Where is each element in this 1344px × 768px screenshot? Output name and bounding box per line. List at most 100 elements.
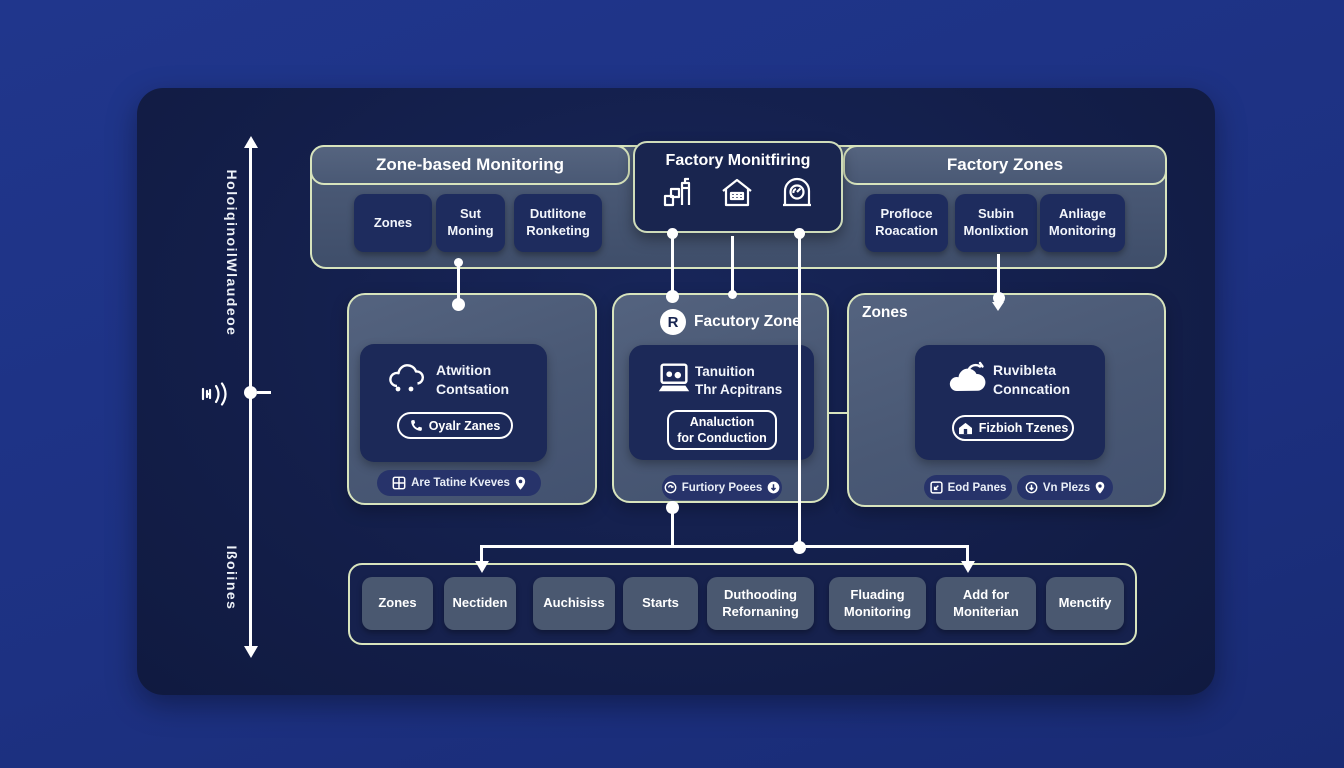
- button-label: Add for: [962, 586, 1010, 602]
- panel-middle: R Facutory Zone Tanuition Thr Acpitrans …: [612, 293, 829, 503]
- r-badge: R: [660, 309, 686, 335]
- connector-line: [997, 254, 1000, 294]
- header-label: Factory Zones: [946, 155, 1064, 174]
- connector-line: [480, 545, 483, 562]
- chip-label: Moning: [447, 223, 494, 238]
- bottom-button-auchisiss[interactable]: Auchisiss: [533, 577, 615, 630]
- pin-small-icon: [1095, 481, 1105, 494]
- chip-label: Anliage: [1059, 206, 1106, 222]
- connector-arrow: [475, 561, 489, 573]
- bottom-button-menctify[interactable]: Menctify: [1046, 577, 1124, 630]
- factory-monitoring-box: Factory Monitfiring: [633, 141, 843, 233]
- panel-left: Atwition Contsation Oyalr Zanes Are Tati…: [347, 293, 597, 505]
- connector-dot: [666, 290, 679, 303]
- pill-label: Fizbioh Tzenes: [978, 421, 1069, 435]
- card-title-line: Thr Acpitrans: [695, 382, 783, 398]
- chip-zones[interactable]: Zones: [354, 194, 432, 252]
- right-card: Ruvibleta Conncation Fizbioh Tzenes: [915, 345, 1105, 460]
- button-label: Auchisiss: [543, 595, 605, 611]
- connector-line: [480, 545, 969, 548]
- connector-line: [798, 233, 801, 548]
- connector-dot: [794, 228, 805, 239]
- connector-line: [671, 508, 674, 548]
- chip-profloce-roacation[interactable]: Profloce Roacation: [865, 194, 948, 252]
- phone-icon: [410, 419, 423, 432]
- footer-label: Eod Panes: [947, 481, 1007, 494]
- button-label: Nectiden: [452, 595, 508, 611]
- pin-icon: [515, 476, 526, 490]
- button-label: Duthooding: [724, 586, 797, 602]
- connector-dot: [728, 290, 737, 299]
- button-label: Refornaning: [722, 603, 799, 619]
- connector-arrow: [961, 561, 975, 573]
- right-footer-pill-right[interactable]: Vn Plezs: [1017, 475, 1113, 500]
- card-title-line: Tanuition: [695, 364, 755, 379]
- bottom-button-starts[interactable]: Starts: [623, 577, 698, 630]
- panel-icon: [929, 481, 943, 494]
- analuction-button[interactable]: Analuction for Conduction: [667, 410, 777, 450]
- header-label: Zone-based Monitoring: [376, 155, 564, 174]
- chip-dutlitone-ronketing[interactable]: Dutlitone Ronketing: [514, 194, 602, 252]
- button-label: Monitoring: [843, 603, 912, 619]
- panel-right: Zones Ruvibleta Conncation Fizbioh Tzene…: [847, 293, 1166, 507]
- left-card: Atwition Contsation Oyalr Zanes: [360, 344, 547, 462]
- down-circle-icon: [1025, 481, 1038, 494]
- pill-label: Oyalr Zanes: [428, 418, 501, 433]
- connector-panel-link: [829, 412, 847, 414]
- chip-label: Ronketing: [526, 223, 590, 238]
- button-label: Starts: [642, 595, 679, 611]
- panel-middle-header: Facutory Zone: [694, 313, 801, 330]
- button-label: Fluading: [850, 586, 905, 602]
- grid-icon: [392, 476, 406, 490]
- connector-dot: [452, 298, 465, 311]
- connector-line: [457, 262, 460, 304]
- connector-arrow: [992, 302, 1004, 311]
- bottom-button-add-for[interactable]: Add for Moniterian: [936, 577, 1036, 630]
- left-footer-pill[interactable]: Are Tatine Kveves: [377, 470, 541, 496]
- pill-label: Analuction: [689, 414, 755, 429]
- card-title-line: Atwition: [436, 362, 492, 378]
- arrow-circle-icon: [767, 481, 780, 494]
- fizbioh-tzenes-button[interactable]: Fizbioh Tzenes: [952, 415, 1074, 441]
- bottom-button-fluading[interactable]: Fluading Monitoring: [829, 577, 926, 630]
- factory-icon: [663, 177, 693, 209]
- right-footer-pill-left[interactable]: Eod Panes: [924, 475, 1012, 500]
- axis-tick: [257, 391, 271, 394]
- connector-dot: [666, 501, 679, 514]
- axis-arrow-up: [244, 136, 258, 148]
- cloud-icon: [386, 362, 428, 394]
- gauge-icon: [781, 177, 813, 209]
- connector-dot: [993, 292, 1005, 304]
- footer-label: Furtiory Poees: [681, 481, 763, 494]
- pill-label: for Conduction: [677, 431, 767, 445]
- card-title-line: Contsation: [436, 380, 510, 397]
- chip-subin-monlixtion[interactable]: Subin Monlixtion: [955, 194, 1037, 252]
- middle-card: Tanuition Thr Acpitrans Analuction for C…: [629, 345, 814, 460]
- axis-label-top: HoloiqinoilWlaudeoe: [224, 169, 240, 337]
- connector-line: [671, 233, 674, 295]
- chip-label: Sut: [460, 206, 481, 222]
- bottom-button-nectiden[interactable]: Nectiden: [444, 577, 516, 630]
- factory-monitoring-title: Factory Monitfiring: [665, 152, 811, 169]
- left-card-title: Atwition Contsation: [436, 361, 509, 399]
- chip-label: Profloce: [880, 206, 933, 222]
- chip-label: Roacation: [875, 223, 938, 238]
- middle-card-title: Tanuition Thr Acpitrans: [695, 363, 782, 399]
- right-card-title: Ruvibleta Conncation: [993, 361, 1070, 399]
- chip-anliage-monitoring[interactable]: Anliage Monitoring: [1040, 194, 1125, 252]
- card-title-line: Ruvibleta: [993, 362, 1057, 378]
- button-label: Zones: [378, 595, 417, 611]
- footer-label: Are Tatine Kveves: [411, 477, 510, 489]
- chip-sut-moning[interactable]: Sut Moning: [436, 194, 505, 252]
- chip-label: Subin: [977, 206, 1015, 222]
- header-factory-zones: Factory Zones: [843, 145, 1167, 185]
- card-title-line: Conncation: [993, 380, 1070, 397]
- axis-label-bottom: Ißoiines: [224, 545, 240, 611]
- bottom-button-zones[interactable]: Zones: [362, 577, 433, 630]
- refresh-circle-icon: [664, 481, 677, 494]
- middle-footer-pill[interactable]: Furtiory Poees: [662, 475, 782, 500]
- bottom-button-duthooding[interactable]: Duthooding Refornaning: [707, 577, 814, 630]
- connector-dot: [667, 228, 678, 239]
- oyalr-zanes-button[interactable]: Oyalr Zanes: [397, 412, 513, 439]
